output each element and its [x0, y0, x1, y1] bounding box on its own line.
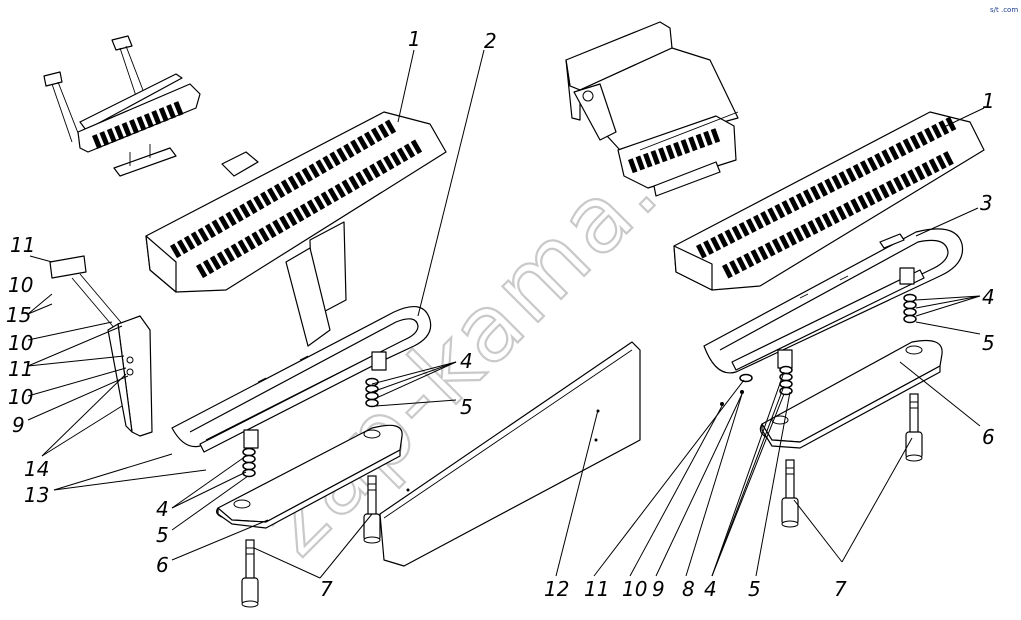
- callouts-right: 1 3 4 5 6 11 10 9 8 4 5 7: [584, 89, 995, 601]
- callout-left-9: 9: [12, 413, 25, 437]
- right-bolt-2: [905, 393, 923, 462]
- right-step-plate: [673, 111, 985, 291]
- callout-left-4b: 4: [156, 497, 169, 521]
- callouts-left: 1 2 4 5 11 10 15 10 11 10 9 14 13 4 5 6 …: [6, 27, 497, 601]
- left-tube-bracket: [171, 305, 432, 453]
- callout-left-14: 14: [24, 457, 49, 481]
- corner-mark: s/t .com: [990, 6, 1018, 14]
- callout-left-5a: 5: [460, 395, 473, 419]
- leader-lines: [27, 49, 985, 579]
- callout-left-11a: 11: [10, 233, 35, 257]
- callout-left-5b: 5: [156, 523, 169, 547]
- right-inset-assembly: [565, 21, 739, 197]
- callout-right-5a: 5: [982, 331, 995, 355]
- callout-right-7: 7: [834, 577, 847, 601]
- left-frame-bracket: [49, 221, 347, 437]
- callout-right-10: 10: [622, 577, 647, 601]
- callout-right-8: 8: [682, 577, 695, 601]
- callout-right-1: 1: [982, 89, 995, 113]
- callout-left-10c: 10: [8, 385, 33, 409]
- callout-left-6: 6: [156, 553, 169, 577]
- left-support-pad: [216, 424, 403, 529]
- callout-right-11: 11: [584, 577, 609, 601]
- callout-left-10b: 10: [8, 331, 33, 355]
- left-bolt-1: [241, 539, 259, 608]
- callout-left-15: 15: [6, 303, 31, 327]
- callout-right-3: 3: [980, 191, 993, 215]
- center-panel: [379, 341, 641, 567]
- right-washer-stack-lower: [779, 365, 793, 396]
- callouts-center: 12: [544, 577, 569, 601]
- callout-right-9: 9: [652, 577, 665, 601]
- callout-right-4b: 4: [704, 577, 717, 601]
- right-small-screws: [720, 390, 744, 406]
- callout-left-13: 13: [24, 483, 49, 507]
- callout-left-11b: 11: [8, 357, 33, 381]
- right-small-washer: [739, 373, 753, 383]
- callout-left-10a: 10: [8, 273, 33, 297]
- callout-right-6: 6: [982, 425, 995, 449]
- callout-center-12: 12: [544, 577, 569, 601]
- callout-left-2: 2: [484, 29, 497, 53]
- callout-left-7: 7: [320, 577, 333, 601]
- left-inset-assembly: [43, 35, 201, 177]
- callout-right-4a: 4: [982, 285, 995, 309]
- right-bolt-1: [781, 459, 799, 528]
- right-washer-stack-upper: [903, 293, 917, 324]
- left-step-plate: [145, 111, 447, 293]
- right-tube-bracket: [703, 228, 964, 374]
- callout-left-1: 1: [408, 27, 421, 51]
- callout-right-5b: 5: [748, 577, 761, 601]
- callout-left-4a: 4: [460, 349, 473, 373]
